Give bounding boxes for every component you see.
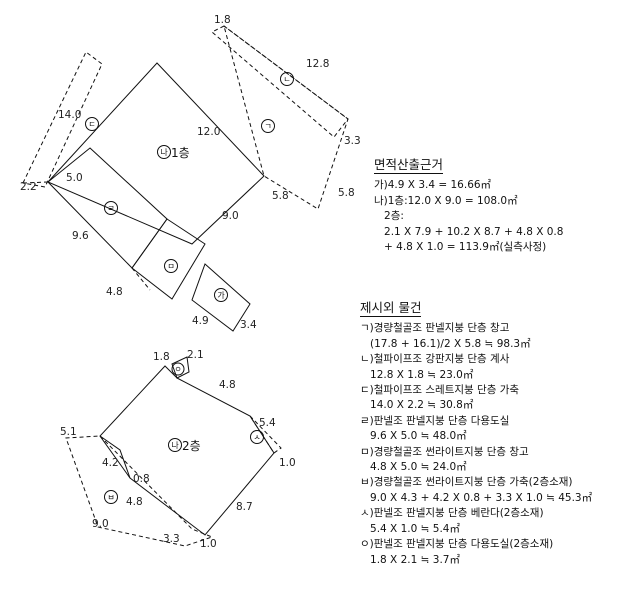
excluded-item-line: ㅇ)판넬조 판넬지붕 단층 다용도실(2층소재) (360, 538, 554, 551)
dim-1f-12-8: 12.8 (306, 58, 329, 70)
dim-2f-4-2: 4.2 (102, 457, 119, 469)
dim-1f-3-3: 3.3 (344, 135, 361, 147)
structure-bieup-outline (65, 435, 214, 547)
floor2-dims: 1.8 2.1 4.8 5.4 1.0 5.1 4.2 0.8 4.8 8.7 … (60, 349, 296, 550)
siot-label: ㅅ (253, 433, 260, 442)
structure-siot-outline (249, 415, 282, 454)
structure-nieun-outline (211, 25, 349, 138)
siot-circle (250, 430, 264, 444)
ieung-label: ㅇ (174, 365, 181, 374)
area-calc-title: 면적산출근거 (374, 157, 444, 175)
ga-label: 가 (217, 291, 225, 300)
dim-2f-4-8b: 4.8 (126, 496, 143, 508)
area-calc-line: 2.1 X 7.9 + 10.2 X 8.7 + 4.8 X 0.8 (374, 225, 564, 238)
floor1-symbol-circle (157, 145, 171, 159)
excluded-item-line: ㅂ)경량철골조 썬라이트지붕 단층 가축(2층소재) (360, 476, 573, 489)
mieum-label: ㅁ (167, 262, 174, 271)
excluded-item-line: 4.8 X 5.0 ≒ 24.0㎡ (360, 461, 467, 474)
floor1-dims: 1.8 12.8 3.3 14.0 12.0 5.8 5.8 2.2 5.0 9… (20, 14, 361, 331)
excluded-items-title: 제시외 물건 (360, 300, 422, 318)
bieup-inner-line (99, 435, 131, 479)
floor1-plan (22, 24, 349, 332)
dim-1f-5-8a: 5.8 (272, 190, 289, 202)
dim-1f-4-8: 4.8 (106, 286, 123, 298)
floor2-symbol-circle (168, 438, 182, 452)
ieung-circle (171, 362, 185, 376)
rieul-circle (104, 201, 118, 215)
dim-1f-9-6: 9.6 (72, 230, 89, 242)
digeut-circle (85, 117, 99, 131)
dim-1f-1-8: 1.8 (214, 14, 231, 26)
excluded-item-line: (17.8 + 16.1)/2 X 5.8 ≒ 98.3㎡ (360, 337, 531, 350)
building-2f-outline (99, 365, 275, 536)
area-calc-line: 나)1층:12.0 X 9.0 = 108.0㎡ (374, 194, 518, 207)
dim-1f-12-0: 12.0 (197, 126, 220, 138)
excluded-item-line: 9.6 X 5.0 ≒ 48.0㎡ (360, 430, 467, 443)
area-calc-line: 2층: (374, 210, 404, 223)
excluded-item-line: 1.8 X 2.1 ≒ 3.7㎡ (360, 553, 460, 566)
mieum-circle (164, 259, 178, 273)
structure-ieung-outline (171, 356, 190, 379)
dim-1f-9-0: 9.0 (222, 210, 239, 222)
area-calculation-panel: 면적산출근거 가)4.9 X 3.4 = 16.66㎡ 나)1층:12.0 X … (374, 157, 563, 255)
bieup-circle (104, 490, 118, 504)
floor2-symbol: 나 (171, 441, 179, 450)
nieun-circle (280, 72, 294, 86)
excluded-item-line: ㄷ)철파이프조 스레트지붕 단층 가축 (360, 384, 520, 397)
area-calc-line: + 4.8 X 1.0 = 113.9㎡(실측사정) (374, 241, 547, 254)
excluded-item-line: 9.0 X 4.3 + 4.2 X 0.8 + 3.3 X 1.0 ≒ 45.3… (360, 491, 593, 504)
dim-1f-5-8b: 5.8 (338, 187, 355, 199)
excluded-item-line: ㄱ)경량철골조 판넬지붕 단층 창고 (360, 322, 510, 335)
excluded-item-line: 5.4 X 1.0 ≒ 5.4㎡ (360, 522, 460, 535)
structure-mieum-outline (131, 218, 206, 300)
excluded-item-line: 12.8 X 1.8 ≒ 23.0㎡ (360, 368, 474, 381)
floor2-labels: 나 2층 ㅇ ㅅ ㅂ (104, 362, 264, 504)
dim-1f-5-0: 5.0 (66, 172, 83, 184)
dim-1f-2-2: 2.2 (20, 181, 37, 193)
dim-2f-2-1: 2.1 (187, 349, 204, 361)
floor2-plan (65, 356, 282, 547)
excluded-item-line: 14.0 X 2.2 ≒ 30.8㎡ (360, 399, 474, 412)
nieun-label: ㄴ (283, 75, 290, 84)
dim-2f-8-7: 8.7 (236, 501, 253, 513)
digeut-label: ㄷ (88, 120, 95, 129)
dash-ext-bottom (131, 267, 151, 291)
floor2-name: 2층 (182, 439, 201, 453)
dim-2f-4-8a: 4.8 (219, 379, 236, 391)
structure-digeut-outline (22, 51, 103, 188)
dim-2f-3-3: 3.3 (163, 533, 180, 545)
dim-1f-3-4: 3.4 (240, 319, 257, 331)
dim-1f-4-9: 4.9 (192, 315, 209, 327)
dim-2f-1-0b: 1.0 (200, 538, 217, 550)
dim-2f-9-0: 9.0 (92, 518, 109, 530)
excluded-item-line: ㄴ)철파이프조 강판지붕 단층 계사 (360, 353, 510, 366)
giyeok-circle (261, 119, 275, 133)
ga-circle (214, 288, 228, 302)
dim-2f-5-1: 5.1 (60, 426, 77, 438)
excluded-item-line: ㅅ)판넬조 판넬지붕 단층 베란다(2층소재) (360, 507, 544, 520)
floor1-symbol: 나 (160, 148, 168, 157)
dim-1f-14-0: 14.0 (58, 109, 81, 121)
excluded-items-panel: 제시외 물건 ㄱ)경량철골조 판넬지붕 단층 창고 (17.8 + 16.1)/… (360, 300, 592, 568)
rieul-label: ㄹ (107, 204, 114, 213)
dim-2f-1-0a: 1.0 (279, 457, 296, 469)
area-calc-line: 가)4.9 X 3.4 = 16.66㎡ (374, 179, 492, 192)
structure-ga-outline (191, 263, 251, 332)
floor1-labels: 나 1층 ㄱ ㄴ ㄷ ㄹ ㅁ 가 (85, 72, 294, 302)
excluded-item-line: ㅁ)경량철골조 썬라이트지붕 단층 창고 (360, 445, 529, 458)
structure-giyeok-outline (223, 24, 349, 210)
excluded-item-line: ㄹ)판넬조 판넬지붕 단층 다용도실 (360, 414, 510, 427)
dim-2f-5-4: 5.4 (259, 417, 276, 429)
dim-2f-1-8: 1.8 (153, 351, 170, 363)
dim-2f-0-8: 0.8 (133, 473, 150, 485)
giyeok-label: ㄱ (264, 122, 271, 131)
floor1-name: 1층 (171, 146, 190, 160)
building-1f-outline (47, 62, 265, 245)
bieup-label: ㅂ (107, 493, 114, 502)
